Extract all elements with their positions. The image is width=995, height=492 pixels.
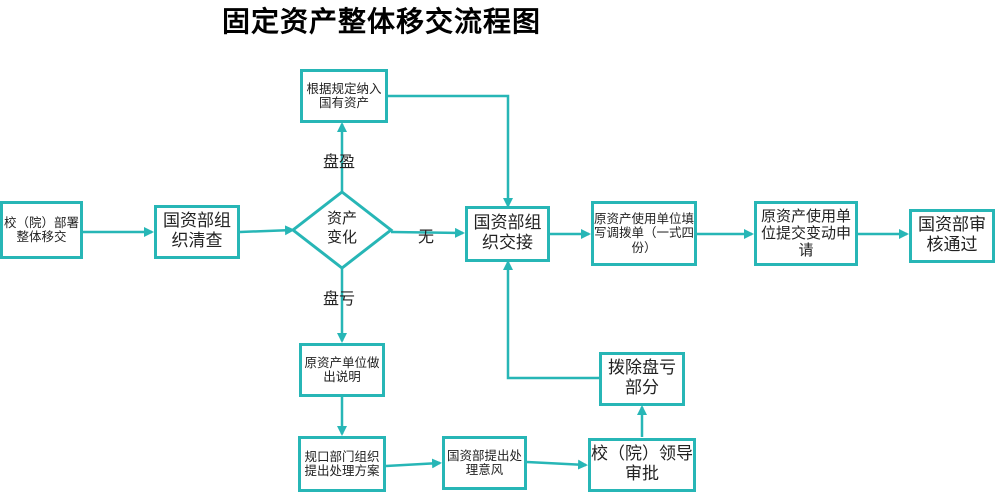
surplus-node-label: 根据规定纳入国有资产 <box>306 80 382 110</box>
audit-node-label: 国资部审核通过 <box>918 215 986 255</box>
surplus-edge-label: 盘盈 <box>323 152 356 171</box>
edge-change-handover <box>390 227 465 238</box>
remove-node: 拨除盘亏部分 <box>599 352 685 406</box>
edge-surplus-handover <box>388 94 513 208</box>
plan-node: 规口部门组织提出处理方案 <box>298 436 386 492</box>
start-node-label: 校（院）部署整体移交 <box>3 214 79 244</box>
approve-node-label: 校（院）领导审批 <box>591 444 693 484</box>
plan-node-label: 规口部门组织提出处理方案 <box>304 448 380 478</box>
explain-node-label: 原资产单位做出说明 <box>304 354 380 384</box>
start-node: 校（院）部署整体移交 <box>0 201 83 259</box>
surplus-node: 根据规定纳入国有资产 <box>300 69 388 123</box>
fill-node-label: 原资产使用单位填写调拨单（一式四份） <box>594 210 695 255</box>
remove-node-label: 拨除盘亏部分 <box>608 358 676 398</box>
loss-edge-label: 盘亏 <box>323 289 356 308</box>
opinion-node-label: 国资部提出处理意风 <box>446 447 522 477</box>
approve-node: 校（院）领导审批 <box>588 438 696 492</box>
check-node: 国资部组织清查 <box>154 205 240 259</box>
change-decision-diamond <box>290 190 394 270</box>
explain-node: 原资产单位做出说明 <box>299 343 385 397</box>
check-node-label: 国资部组织清查 <box>163 211 231 251</box>
audit-node: 国资部审核通过 <box>909 209 995 263</box>
page-title: 固定资产整体移交流程图 <box>222 5 542 38</box>
edge-plan-opinion <box>385 458 442 469</box>
edge-opinion-approve <box>526 459 588 470</box>
handover-node-label: 国资部组织交接 <box>473 213 542 253</box>
submit-node: 原资产使用单位提交变动申请 <box>754 201 858 266</box>
submit-node-label: 原资产使用单位提交变动申请 <box>760 206 851 260</box>
edge-remove-handover <box>503 260 600 380</box>
opinion-node: 国资部提出处理意风 <box>442 436 527 490</box>
change-decision-label: 资产变化 <box>326 209 357 246</box>
none-edge-label: 无 <box>418 227 435 246</box>
fill-node: 原资产使用单位填写调拨单（一式四份） <box>591 201 697 266</box>
handover-node: 国资部组织交接 <box>465 206 550 262</box>
edge-check-change <box>239 225 295 236</box>
